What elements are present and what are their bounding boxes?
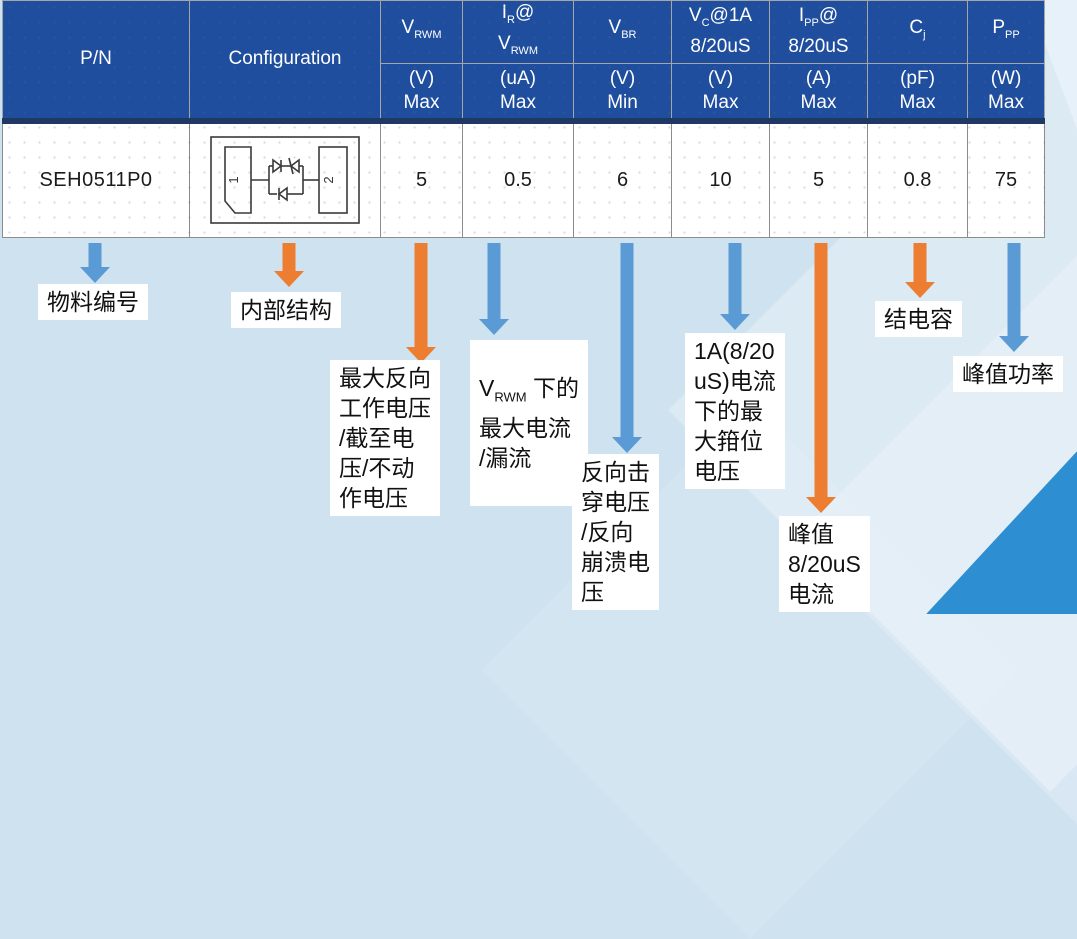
arrow-vbr (612, 243, 642, 453)
arrow-ipp (806, 243, 836, 513)
annotation-label-vc: 1A(8/20 uS)电流 下的最 大箝位 电压 (685, 333, 785, 489)
cell-ppp: 75 (967, 120, 1045, 238)
arrow-config (274, 243, 304, 287)
annotation-label-pn: 物料编号 (38, 284, 148, 320)
arrow-pn (80, 243, 110, 283)
unit-header-vrwm: (V)Max (380, 62, 463, 124)
col-header-configuration: Configuration (189, 0, 381, 124)
annotation-label-ppp: 峰值功率 (953, 356, 1063, 392)
cell-cj: 0.8 (867, 120, 968, 238)
table-row: SEH0511P0 (2, 120, 1045, 238)
configuration-diagram: 1 2 (210, 136, 360, 224)
unit-header-ir: (uA)Max (462, 62, 574, 124)
cell-ipp: 5 (769, 120, 868, 238)
col-header-pn: P/N (2, 0, 190, 124)
col-header-ir: IR@VRWM (462, 0, 574, 64)
parameter-table: P/N Configuration VRWM IR@VRWM VBR VC@1A… (2, 0, 1045, 243)
annotation-label-vbr: 反向击 穿电压 /反向 崩溃电 压 (572, 454, 659, 610)
arrow-ppp (999, 243, 1029, 352)
arrow-vc (720, 243, 750, 330)
col-header-vbr: VBR (573, 0, 672, 64)
annotation-label-cj: 结电容 (875, 301, 962, 337)
unit-header-cj: (pF)Max (867, 62, 968, 124)
cell-vc: 10 (671, 120, 770, 238)
svg-text:2: 2 (321, 176, 336, 183)
col-header-cj: Cj (867, 0, 968, 64)
col-header-ppp: PPP (967, 0, 1045, 64)
cell-vbr: 6 (573, 120, 672, 238)
cell-part-number: SEH0511P0 (2, 120, 190, 238)
unit-header-ipp: (A)Max (769, 62, 868, 124)
col-header-ipp: IPP@8/20uS (769, 0, 868, 64)
annotation-label-ir: VRWM 下的最大电流 /漏流 (470, 340, 588, 506)
cell-vrwm: 5 (380, 120, 463, 238)
arrow-cj (905, 243, 935, 298)
annotation-label-vrwm: 最大反向 工作电压 /截至电 压/不动 作电压 (330, 360, 440, 516)
svg-text:1: 1 (226, 176, 241, 183)
arrow-ir (479, 243, 509, 335)
annotation-label-config: 内部结构 (231, 292, 341, 328)
unit-header-vbr: (V)Min (573, 62, 672, 124)
col-header-vrwm: VRWM (380, 0, 463, 64)
annotation-label-ipp: 峰值 8/20uS 电流 (779, 516, 870, 612)
unit-header-ppp: (W)Max (967, 62, 1045, 124)
cell-ir: 0.5 (462, 120, 574, 238)
cell-configuration: 1 2 (189, 120, 381, 238)
unit-header-vc: (V)Max (671, 62, 770, 124)
arrow-vrwm (406, 243, 436, 363)
slide: { "table": { "columns": [ {"key":"pn","m… (2, 0, 1077, 792)
